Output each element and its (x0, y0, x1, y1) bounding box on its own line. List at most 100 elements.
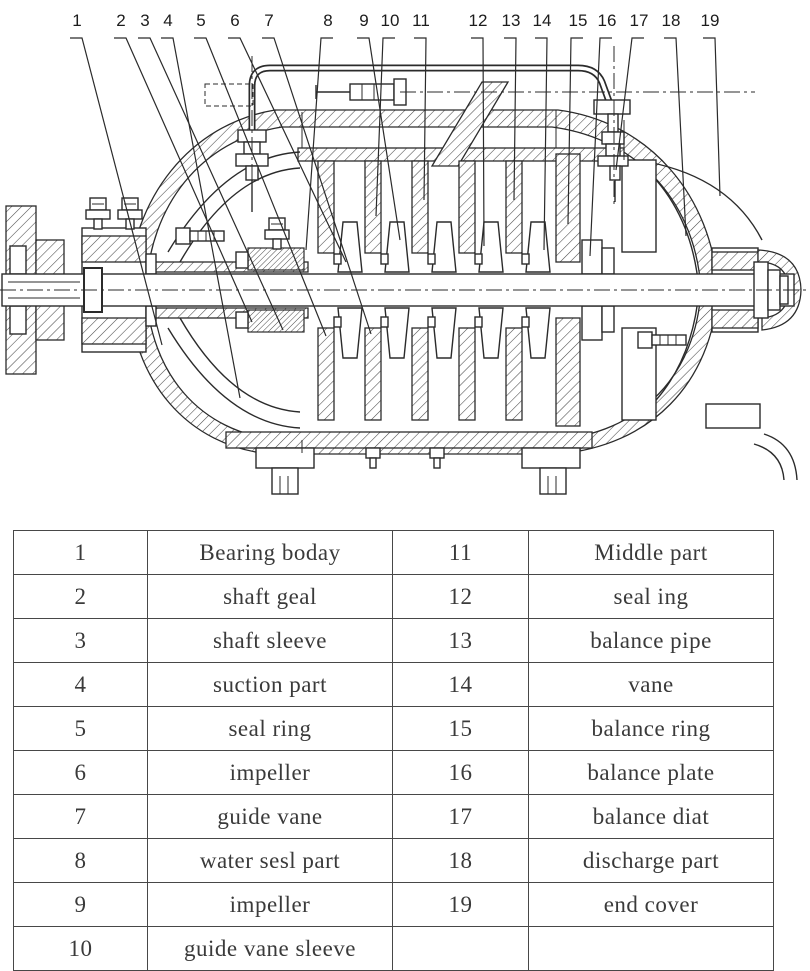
callout-number-9: 9 (359, 11, 368, 30)
part-number-cell: 19 (392, 882, 529, 927)
part-name-cell: water sesl part (147, 838, 393, 883)
part-number-cell: 6 (13, 750, 148, 795)
part-number-cell: 10 (13, 926, 148, 971)
part-name-cell: Bearing boday (147, 530, 393, 575)
leader-line-10 (375, 37, 395, 217)
table-row: 4 suction part 14 vane (13, 662, 774, 707)
table-row: 8 water sesl part 18 discharge part (13, 838, 774, 883)
table-row: 2 shaft geal 12 seal ing (13, 574, 774, 619)
centerlines (0, 46, 810, 291)
leader-line-14 (535, 37, 548, 251)
part-name-cell: suction part (147, 662, 393, 707)
table-row: 10 guide vane sleeve (13, 926, 774, 971)
table-row: 5 seal ring 15 balance ring (13, 706, 774, 751)
part-number-cell: 12 (392, 574, 529, 619)
part-number-cell: 7 (13, 794, 148, 839)
callout-number-16: 16 (598, 11, 617, 30)
callout-number-18: 18 (662, 11, 681, 30)
part-number-cell: 16 (392, 750, 529, 795)
gauge-plug-fitting (315, 78, 407, 106)
leader-line-5 (194, 37, 327, 337)
part-number-cell: 14 (392, 662, 529, 707)
table-row: 1 Bearing boday 11 Middle part (13, 530, 774, 575)
callout-number-15: 15 (569, 11, 588, 30)
discharge-duct (430, 81, 510, 167)
leader-line-12 (471, 37, 485, 247)
leader-line-17 (615, 37, 644, 171)
callout-number-13: 13 (502, 11, 521, 30)
table-row: 7 guide vane 17 balance diat (13, 794, 774, 839)
part-name-cell: end cover (528, 882, 774, 927)
callout-number-12: 12 (469, 11, 488, 30)
part-name-cell: vane (528, 662, 774, 707)
part-name-cell: seal ring (147, 706, 393, 751)
leader-line-3 (138, 37, 284, 331)
part-number-cell: 11 (392, 530, 529, 575)
leader-line-19 (703, 37, 721, 197)
leader-line-18 (664, 37, 687, 237)
leader-line-8 (305, 37, 333, 251)
pump-datasheet-page: { "figure": { "kind": "engineering secti… (0, 11, 810, 971)
part-name-cell: Middle part (528, 530, 774, 575)
callout-number-11: 11 (412, 11, 430, 30)
callout-number-6: 6 (230, 11, 239, 30)
part-name-cell: seal ing (528, 574, 774, 619)
balance-assembly (555, 153, 657, 427)
callout-number-1: 1 (72, 11, 81, 30)
part-name-cell: guide vane sleeve (147, 926, 393, 971)
part-name-cell: discharge part (528, 838, 774, 883)
part-name-cell: shaft sleeve (147, 618, 393, 663)
part-number-cell: 18 (392, 838, 529, 883)
part-number-cell: 13 (392, 618, 529, 663)
part-name-cell: guide vane (147, 794, 393, 839)
table-row: 6 impeller 16 balance plate (13, 750, 774, 795)
casing-joints (301, 110, 625, 453)
leader-line-9 (357, 37, 401, 241)
table-row: 3 shaft sleeve 13 balance pipe (13, 618, 774, 663)
leader-line-2 (114, 37, 253, 323)
part-name-cell: balance plate (528, 750, 774, 795)
part-name-cell: balance pipe (528, 618, 774, 663)
part-number-cell: 3 (13, 618, 148, 663)
callout-number-5: 5 (196, 11, 205, 30)
callout-number-14: 14 (533, 11, 552, 30)
callout-number-17: 17 (630, 11, 649, 30)
leader-line-11 (414, 37, 427, 201)
part-number-cell: 9 (13, 882, 148, 927)
part-name-cell: balance ring (528, 706, 774, 751)
part-number-cell: 15 (392, 706, 529, 751)
callout-number-2: 2 (116, 11, 125, 30)
parts-list-table: 1 Bearing boday 11 Middle part 2 shaft g… (13, 530, 774, 971)
reference-dashed-box (204, 83, 254, 107)
callout-number-10: 10 (381, 11, 400, 30)
callout-number-8: 8 (323, 11, 332, 30)
part-number-cell: 8 (13, 838, 148, 883)
part-number-cell: 5 (13, 706, 148, 751)
callout-number-4: 4 (163, 11, 172, 30)
part-name-cell: shaft geal (147, 574, 393, 619)
leader-line-7 (262, 37, 372, 335)
callout-number-3: 3 (140, 11, 149, 30)
table-row: 9 impeller 19 end cover (13, 882, 774, 927)
leader-line-15 (567, 37, 583, 225)
part-number-cell: 17 (392, 794, 529, 839)
part-number-cell: 4 (13, 662, 148, 707)
part-number-cell (392, 926, 529, 971)
leader-line-1 (70, 37, 163, 346)
shaft-seal-gland (235, 247, 305, 333)
part-name-cell (528, 926, 774, 971)
callout-number-19: 19 (701, 11, 720, 30)
callout-number-7: 7 (264, 11, 273, 30)
leader-line-4 (161, 37, 241, 399)
part-name-cell: balance diat (528, 794, 774, 839)
leader-line-13 (504, 37, 517, 201)
part-number-cell: 1 (13, 530, 148, 575)
part-name-cell: impeller (147, 882, 393, 927)
part-name-cell: impeller (147, 750, 393, 795)
leader-line-16 (589, 37, 612, 257)
part-number-cell: 2 (13, 574, 148, 619)
support-feet (255, 447, 581, 495)
